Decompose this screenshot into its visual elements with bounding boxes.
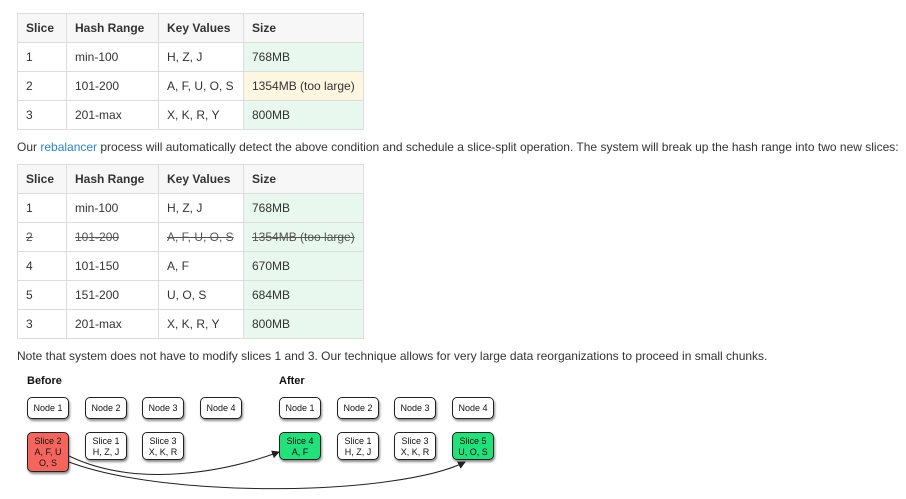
cell-slice: 4 xyxy=(17,251,67,281)
cell-hash-range: min-100 xyxy=(66,42,159,72)
after-node-2: Node 2 xyxy=(337,397,379,419)
table-row: 3 201-max X, K, R, Y 800MB xyxy=(17,309,364,339)
cell-size: 800MB xyxy=(243,309,364,339)
after-slice-4: Slice 4 A, F xyxy=(279,432,321,460)
table-row: 1 min-100 H, Z, J 768MB xyxy=(17,42,364,72)
arrow-to-slice-4 xyxy=(68,450,280,475)
before-slice-1: Slice 1 H, Z, J xyxy=(85,432,127,460)
paragraph-text: Our xyxy=(17,140,41,154)
before-title: Before xyxy=(27,375,62,387)
cell-size: 684MB xyxy=(243,280,364,310)
paragraph-text: process will automatically detect the ab… xyxy=(97,140,899,154)
cell-key-values: X, K, R, Y xyxy=(158,100,244,130)
slices-table-before: Slice Hash Range Key Values Size 1 min-1… xyxy=(17,13,364,130)
note-paragraph: Note that system does not have to modify… xyxy=(17,349,768,363)
column-header-slice: Slice xyxy=(17,13,67,43)
after-slice-1: Slice 1 H, Z, J xyxy=(337,432,379,460)
before-node-1: Node 1 xyxy=(27,397,69,419)
arrow-to-slice-5 xyxy=(68,461,466,490)
table-row: 3 201-max X, K, R, Y 800MB xyxy=(17,100,364,130)
rebalancer-paragraph: Our rebalancer process will automaticall… xyxy=(17,140,899,154)
after-node-3: Node 3 xyxy=(394,397,436,419)
cell-hash-range: 101-200 xyxy=(66,222,159,252)
cell-slice: 5 xyxy=(17,280,67,310)
slice-keys: X, K, R xyxy=(148,447,178,457)
column-header-key-values: Key Values xyxy=(158,164,244,194)
slice-keys: U, O, S xyxy=(458,447,488,457)
column-header-size: Size xyxy=(243,164,364,194)
slices-table-after: Slice Hash Range Key Values Size 1 min-1… xyxy=(17,164,364,339)
slice-label: Slice 3 xyxy=(401,436,429,446)
cell-size: 800MB xyxy=(243,100,364,130)
table-row: 2 101-200 A, F, U, O, S 1354MB (too larg… xyxy=(17,71,364,101)
cell-hash-range: 151-200 xyxy=(66,280,159,310)
before-slice-3: Slice 3 X, K, R xyxy=(142,432,184,460)
cell-size: 768MB xyxy=(243,42,364,72)
cell-hash-range: 201-max xyxy=(66,100,159,130)
slice-label: Slice 1 xyxy=(344,436,372,446)
after-slice-3: Slice 3 X, K, R xyxy=(394,432,436,460)
cell-key-values: U, O, S xyxy=(158,280,244,310)
column-header-slice: Slice xyxy=(17,164,67,194)
cell-key-values: A, F, U, O, S xyxy=(158,222,244,252)
cell-slice: 1 xyxy=(17,42,67,72)
before-slice-2: Slice 2 A, F, U O, S xyxy=(27,432,69,472)
column-header-size: Size xyxy=(243,13,364,43)
after-node-4: Node 4 xyxy=(452,397,494,419)
table-header-row: Slice Hash Range Key Values Size xyxy=(17,164,364,194)
slice-label: Slice 5 xyxy=(459,436,487,446)
cell-slice: 3 xyxy=(17,309,67,339)
cell-hash-range: min-100 xyxy=(66,193,159,223)
cell-key-values: X, K, R, Y xyxy=(158,309,244,339)
slice-keys: A, F, U xyxy=(34,447,62,457)
slice-keys: H, Z, J xyxy=(92,447,120,457)
before-node-4: Node 4 xyxy=(200,397,242,419)
column-header-hash-range: Hash Range xyxy=(66,164,159,194)
rebalancer-link[interactable]: rebalancer xyxy=(40,140,98,154)
cell-hash-range: 201-max xyxy=(66,309,159,339)
after-title: After xyxy=(279,375,305,387)
slice-label: Slice 1 xyxy=(92,436,120,446)
slice-label: Slice 3 xyxy=(149,436,177,446)
slice-keys: X, K, R xyxy=(400,447,430,457)
slice-keys: O, S xyxy=(38,458,57,468)
cell-slice: 3 xyxy=(17,100,67,130)
slice-keys: H, Z, J xyxy=(344,447,372,457)
before-node-2: Node 2 xyxy=(85,397,127,419)
table-row-struck: 2 101-200 A, F, U, O, S 1354MB (too larg… xyxy=(17,222,364,252)
after-node-1: Node 1 xyxy=(279,397,321,419)
cell-hash-range: 101-150 xyxy=(66,251,159,281)
table-row: 1 min-100 H, Z, J 768MB xyxy=(17,193,364,223)
table-row: 5 151-200 U, O, S 684MB xyxy=(17,280,364,310)
before-node-3: Node 3 xyxy=(142,397,184,419)
cell-slice: 2 xyxy=(17,71,67,101)
slice-label: Slice 2 xyxy=(34,436,62,446)
cell-size: 1354MB (too large) xyxy=(243,222,364,252)
table-header-row: Slice Hash Range Key Values Size xyxy=(17,13,364,43)
cell-size: 768MB xyxy=(243,193,364,223)
slice-keys: A, F xyxy=(291,447,309,457)
cell-hash-range: 101-200 xyxy=(66,71,159,101)
cell-key-values: A, F, U, O, S xyxy=(158,71,244,101)
cell-size-too-large: 1354MB (too large) xyxy=(243,71,364,101)
slice-label: Slice 4 xyxy=(286,436,314,446)
after-slice-5: Slice 5 U, O, S xyxy=(452,432,494,460)
